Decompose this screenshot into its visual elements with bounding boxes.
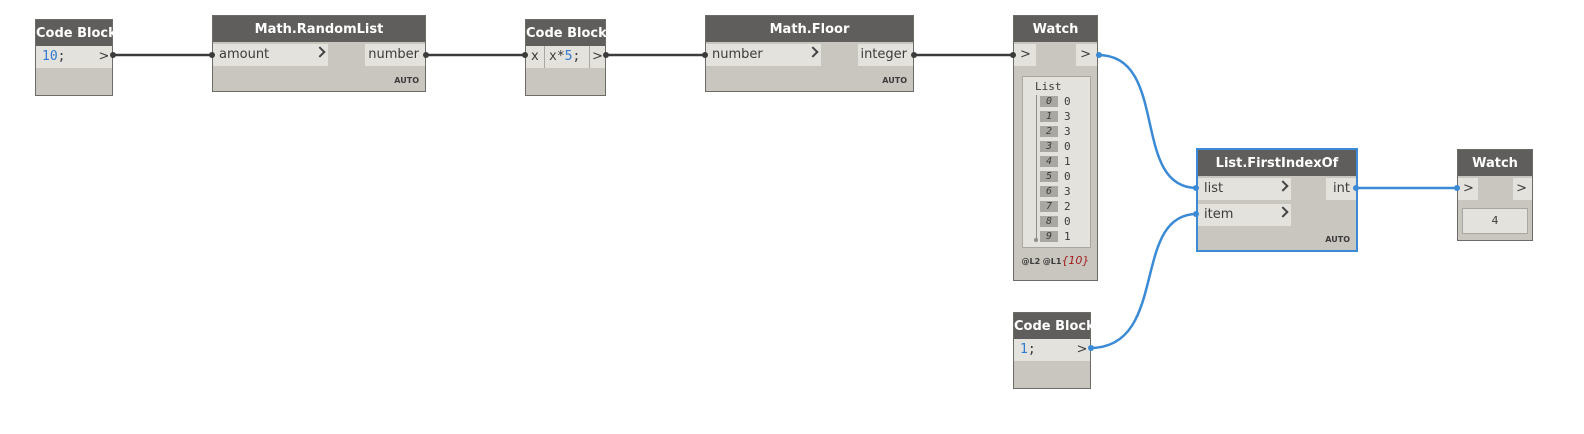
list-levels: @L2 @L1{10} — [1021, 254, 1090, 267]
list-index: 6 — [1040, 186, 1058, 197]
node-title: Math.Floor — [706, 16, 913, 42]
node-title: Math.RandomList — [213, 16, 425, 42]
port-connector — [1353, 185, 1359, 191]
port-connector — [1193, 185, 1199, 191]
list-value: 3 — [1064, 185, 1071, 198]
list-index: 1 — [1040, 111, 1058, 122]
chevron-right-icon — [314, 46, 326, 58]
output-port[interactable]: > — [589, 46, 605, 68]
wire-watch-to-firstindex-list[interactable] — [1097, 53, 1198, 190]
item-count: {10} — [1061, 254, 1090, 267]
input-port-list[interactable]: list — [1198, 178, 1291, 200]
output-port[interactable]: > — [1513, 178, 1532, 200]
node-title: Watch — [1458, 150, 1532, 176]
code-input[interactable]: 10; — [36, 46, 96, 68]
list-index: 8 — [1040, 216, 1058, 227]
input-port-amount[interactable]: amount — [213, 44, 328, 66]
input-port-item[interactable]: item — [1198, 204, 1291, 226]
chevron-right-icon — [807, 46, 819, 58]
port-connector — [1193, 211, 1199, 217]
output-port[interactable]: > — [1074, 339, 1090, 361]
input-port-x[interactable]: x — [526, 46, 544, 68]
port-connector — [522, 52, 528, 58]
list-value: 2 — [1064, 200, 1071, 213]
watch-value-panel[interactable]: 4 — [1462, 208, 1528, 234]
wire-codeblock-to-firstindex-item[interactable] — [1089, 212, 1198, 350]
output-port[interactable]: > — [1076, 44, 1097, 66]
code-block-node-3[interactable]: Code Block 1; > — [1013, 312, 1095, 389]
port-connector — [110, 52, 116, 58]
input-port-number[interactable]: number — [706, 44, 821, 66]
list-value: 3 — [1064, 110, 1071, 123]
list-value: 1 — [1064, 155, 1071, 168]
node-title: Code Block — [36, 20, 117, 46]
port-connector — [1454, 185, 1460, 191]
output-port-number[interactable]: number — [365, 44, 425, 66]
list-index: 3 — [1040, 141, 1058, 152]
node-title: Watch — [1014, 16, 1097, 42]
output-port-int[interactable]: int — [1326, 178, 1356, 200]
port-connector — [423, 52, 429, 58]
tree-line — [1036, 95, 1037, 240]
port-connector — [1088, 345, 1094, 351]
port-connector — [1096, 52, 1102, 58]
list-index: 9 — [1040, 231, 1058, 242]
input-port[interactable]: > — [1014, 44, 1036, 66]
list-index: 2 — [1040, 126, 1058, 137]
output-port-integer[interactable]: integer — [858, 44, 913, 66]
list-index: 0 — [1040, 96, 1058, 107]
code-block-node-2[interactable]: Code Block x x*5; > — [525, 19, 607, 96]
chevron-right-icon — [1277, 206, 1289, 218]
math-floor-node[interactable]: Math.Floor number integer AUTO — [705, 15, 914, 92]
code-block-node-1[interactable]: Code Block 10; > — [35, 19, 117, 96]
port-connector — [603, 52, 609, 58]
list-value: 0 — [1064, 140, 1071, 153]
port-connector — [911, 52, 917, 58]
list-index: 4 — [1040, 156, 1058, 167]
code-input[interactable]: x*5; — [544, 46, 589, 68]
lacing-label: AUTO — [394, 76, 419, 85]
node-title: Code Block — [1014, 313, 1095, 339]
input-port[interactable]: > — [1458, 178, 1478, 200]
list-firstindexof-node[interactable]: List.FirstIndexOf list item int AUTO — [1196, 148, 1358, 252]
list-value: 3 — [1064, 125, 1071, 138]
list-index: 5 — [1040, 171, 1058, 182]
tree-end-dot — [1034, 238, 1038, 242]
code-input[interactable]: 1; — [1014, 339, 1074, 361]
math-randomlist-node[interactable]: Math.RandomList amount number AUTO — [212, 15, 426, 92]
port-connector — [702, 52, 708, 58]
lacing-label: AUTO — [1325, 235, 1350, 244]
list-label: List — [1035, 80, 1062, 93]
chevron-right-icon — [1277, 180, 1289, 192]
port-connector — [1010, 52, 1016, 58]
node-title: List.FirstIndexOf — [1198, 150, 1356, 176]
watch-value: 4 — [1491, 214, 1499, 227]
list-value: 0 — [1064, 170, 1071, 183]
lacing-label: AUTO — [882, 76, 907, 85]
node-title: Code Block — [526, 20, 607, 46]
list-value: 1 — [1064, 230, 1071, 243]
list-index: 7 — [1040, 201, 1058, 212]
output-port[interactable]: > — [96, 46, 112, 68]
watch-node-2[interactable]: Watch > > 4 — [1457, 149, 1533, 241]
list-value: 0 — [1064, 215, 1071, 228]
list-value: 0 — [1064, 95, 1071, 108]
port-connector — [209, 52, 215, 58]
